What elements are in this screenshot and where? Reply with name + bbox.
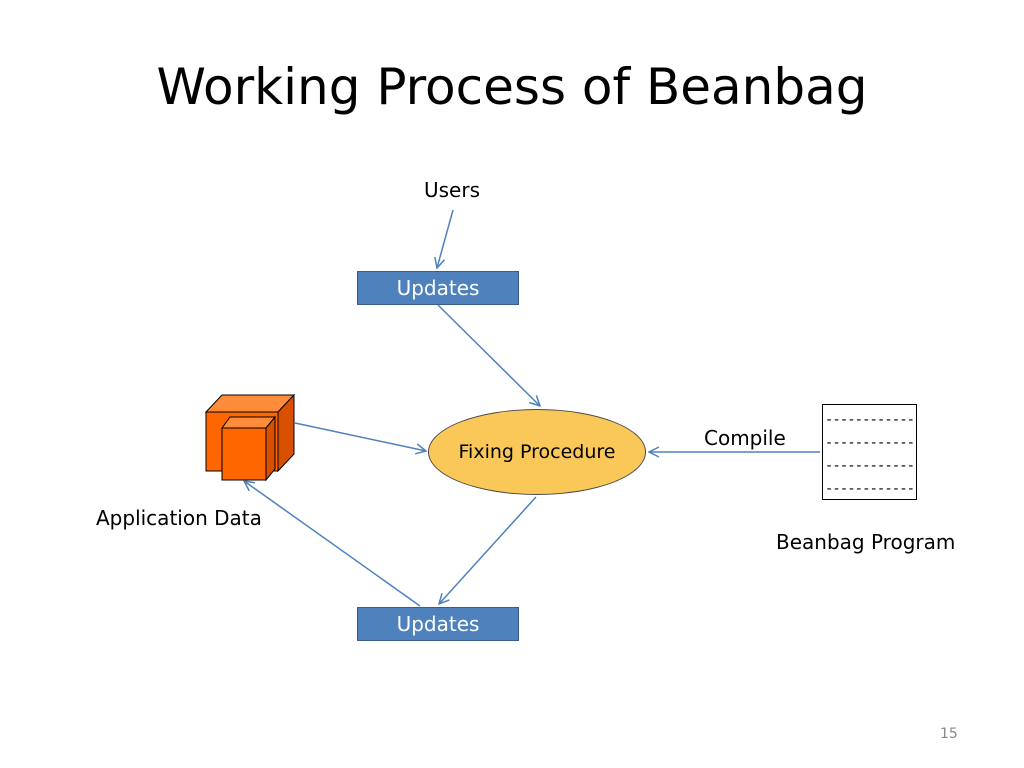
updates-top-box: Updates bbox=[357, 271, 519, 305]
compile-label: Compile bbox=[704, 426, 786, 450]
arrow-updates-to-fixing bbox=[437, 304, 540, 406]
slide-title: Working Process of Beanbag bbox=[156, 58, 868, 116]
arrow-users-to-updates bbox=[437, 209, 454, 268]
program-line: ------------ bbox=[824, 458, 915, 474]
application-data-label: Application Data bbox=[96, 506, 262, 530]
arrow-fixing-to-updates bbox=[439, 496, 537, 604]
arrow-appdata-to-fixing bbox=[294, 422, 426, 451]
program-line: ------------ bbox=[824, 481, 915, 497]
users-label: Users bbox=[424, 178, 481, 202]
page-number: 15 bbox=[940, 726, 958, 742]
fixing-procedure-label: Fixing Procedure bbox=[458, 441, 616, 463]
beanbag-program-document: ------------ ------------ ------------ -… bbox=[822, 404, 917, 500]
fixing-procedure-ellipse: Fixing Procedure bbox=[428, 409, 646, 495]
application-data-icon bbox=[204, 393, 296, 482]
updates-bottom-box: Updates bbox=[357, 607, 519, 641]
program-line: ------------ bbox=[824, 435, 915, 451]
program-line: ------------ bbox=[824, 412, 915, 428]
beanbag-program-label: Beanbag Program bbox=[776, 530, 956, 554]
arrow-updates-to-appdata bbox=[244, 481, 421, 607]
